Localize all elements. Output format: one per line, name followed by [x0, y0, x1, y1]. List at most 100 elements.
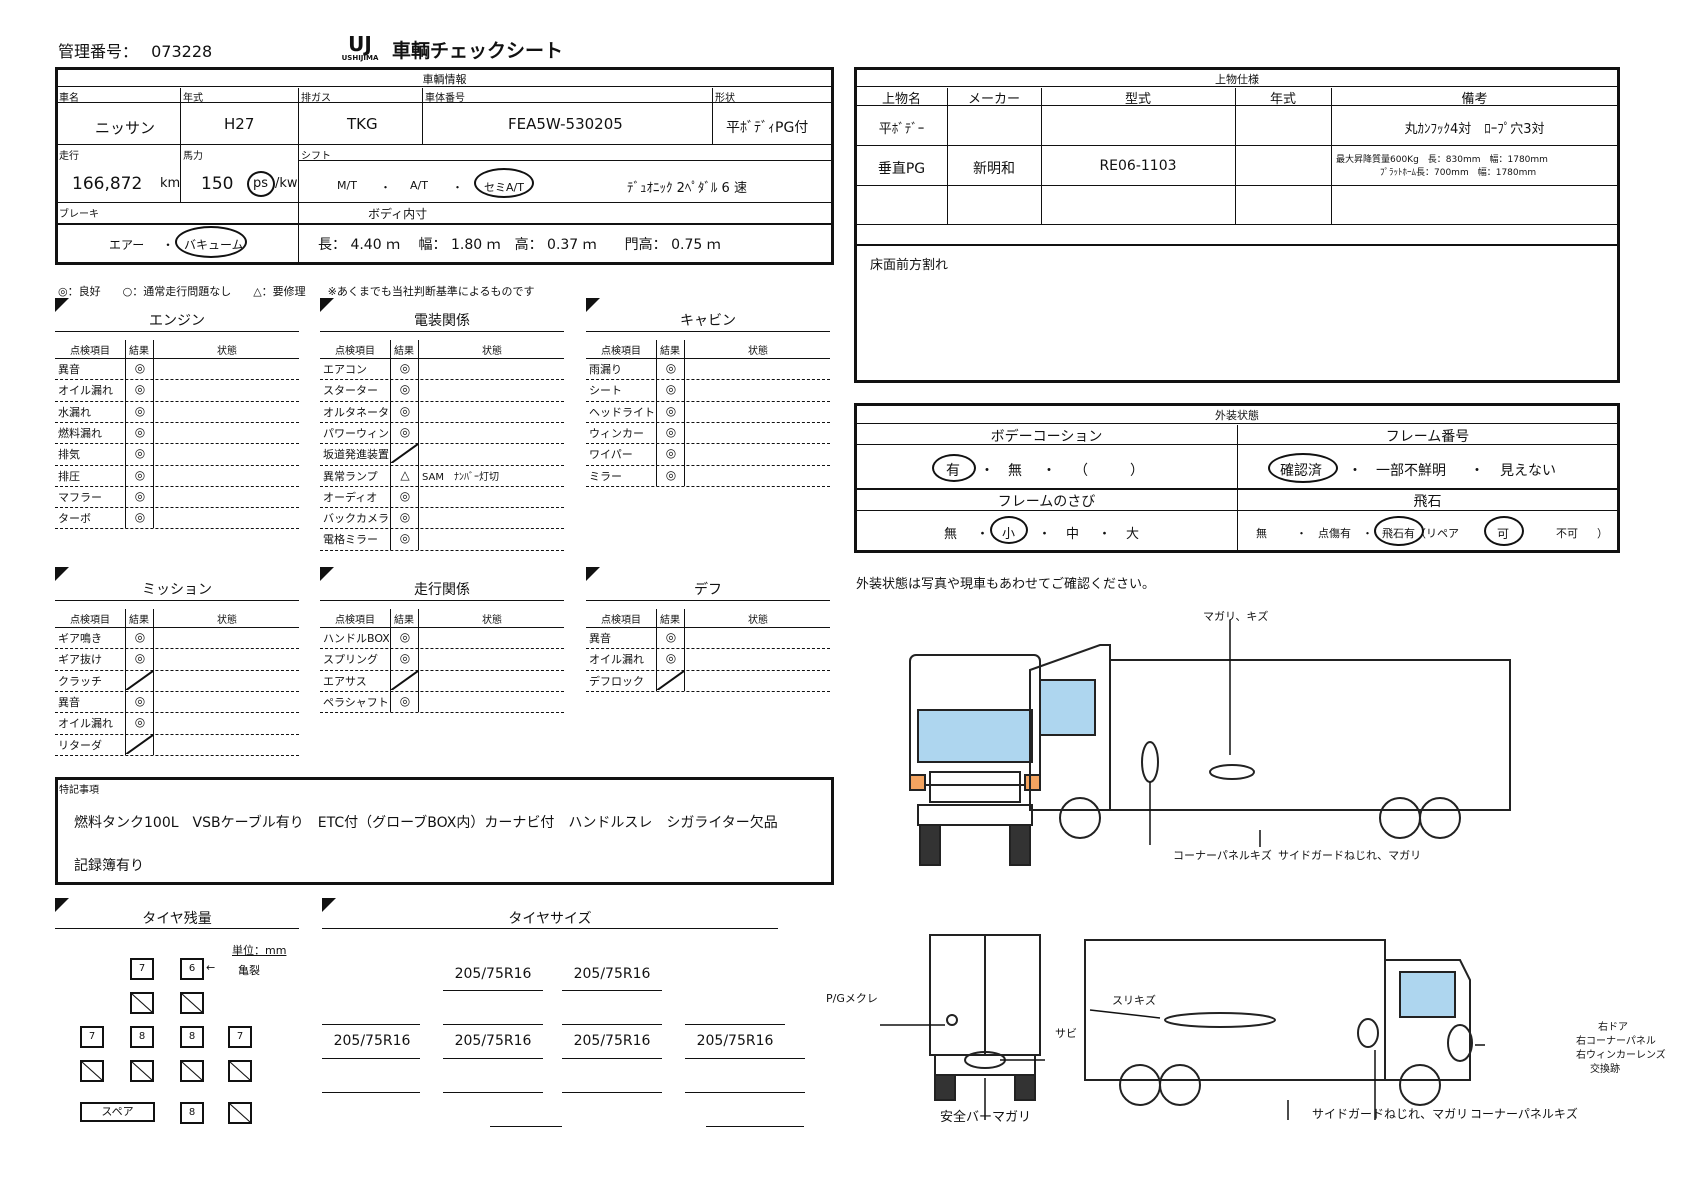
result-na-slash	[391, 670, 418, 690]
vehicle-section-title: 車輌情報	[422, 73, 467, 86]
check-item-label: 異音	[58, 695, 80, 709]
label-body: ボディ内寸	[368, 207, 428, 221]
check-result: ◎	[134, 488, 146, 503]
col-header-state: 状態	[748, 615, 768, 626]
control-number: 073228	[151, 42, 213, 61]
tire-size-front-right: 205/75R16	[573, 966, 651, 982]
maker-value: ニッサン	[95, 119, 156, 137]
upper-header-model: 型式	[1124, 92, 1151, 107]
check-item-label: ペラシャフト	[323, 695, 389, 709]
check-result: ◎	[134, 361, 146, 375]
control-number-label: 管理番号： 073228	[58, 38, 212, 62]
company-logo: UJ USHIJIMA	[338, 34, 382, 64]
tire-size-rear-2: 205/75R16	[454, 1033, 532, 1049]
tire-crack-note: 亀裂	[238, 964, 260, 977]
coat-dot1: ・	[980, 463, 994, 479]
exterior-section-title: 外装状態	[1215, 409, 1259, 422]
legend: ◎：良好 ○：通常走行問題なし △：要修理 ※あくまでも当社判断基準によるもので…	[58, 285, 535, 298]
sheet-title: 車輌チェックシート	[392, 40, 564, 62]
body-dims: 長： 4.40 ｍ 幅： 1.80 ｍ 高： 0.37 ｍ 門高： 0.75 ｍ	[318, 237, 721, 253]
check-item-label: 坂道発進装置	[323, 448, 389, 462]
upper-row1-note: 丸ｶﾝﾌｯｸ4対 ﾛｰﾌﾟ穴3対	[1404, 122, 1545, 137]
coat-yes-circle-mark	[932, 454, 976, 482]
note-bumper: 安全バーマガリ	[940, 1110, 1032, 1125]
rust-dot2: ・	[1038, 527, 1052, 542]
check-item-label: パワーウィンド	[323, 426, 389, 440]
label-maker: 車名	[59, 93, 79, 104]
power-value: 150	[201, 174, 234, 194]
section-marker	[586, 567, 600, 581]
note-rust: サビ	[1055, 1027, 1077, 1040]
upper-row2-note: 最大昇降質量600Kg 長：830mm 幅：1780mm	[1336, 155, 1548, 165]
note-side-guard-2: サイドガードねじれ、マガリ	[1312, 1107, 1469, 1121]
section-title: エンジン	[149, 313, 205, 329]
col-header-state: 状態	[482, 615, 502, 626]
upper-header-name: 上物名	[881, 92, 921, 107]
check-result: ◎	[399, 510, 411, 525]
coat-no: 無	[1008, 463, 1022, 479]
col-header-item: 点検項目	[70, 346, 110, 357]
note-right-lens: 右ウィンカーレンズ	[1576, 1050, 1666, 1061]
label-shift: シフト	[301, 151, 331, 162]
col-header-result: 結果	[660, 615, 680, 626]
label-emission: 排ガス	[301, 93, 331, 104]
frame-dot2: ・	[1470, 463, 1484, 479]
frame-partial: 一部不鮮明	[1376, 463, 1446, 479]
rust-label: フレームのさび	[997, 494, 1096, 510]
check-result: ◎	[134, 424, 146, 439]
check-result: ◎	[665, 630, 677, 644]
note-corner-panel-2: コーナーパネルキズ	[1470, 1107, 1578, 1121]
check-item-label: オイル漏れ	[58, 384, 113, 398]
check-item-label: エアサス	[323, 674, 367, 688]
emission-value: TKG	[347, 115, 378, 133]
check-item-label: ワイパー	[589, 448, 633, 462]
section-marker	[320, 567, 334, 581]
label-shape: 形状	[715, 93, 735, 104]
shift-dot-1: ・	[380, 181, 391, 194]
tire-size-rear-1: 205/75R16	[333, 1033, 411, 1049]
upper-remark: 床面前方割れ	[870, 258, 949, 273]
col-header-state: 状態	[482, 346, 502, 357]
col-header-result: 結果	[394, 346, 414, 357]
section-title: ミッション	[142, 582, 212, 598]
check-item-label: 異常ランプ	[323, 469, 378, 483]
check-item-label: 水漏れ	[58, 405, 91, 419]
tire-blank-6	[228, 1060, 252, 1082]
tire-size-front-left: 205/75R16	[454, 966, 532, 982]
check-result: ◎	[665, 446, 677, 461]
check-item-label: オイル漏れ	[58, 717, 113, 731]
upper-row2-maker: 新明和	[973, 161, 1015, 177]
check-result: ◎	[399, 361, 411, 375]
check-result: ◎	[399, 693, 411, 708]
check-item-label: ターボ	[58, 512, 91, 526]
special-line2: 記録簿有り	[74, 858, 144, 874]
col-header-state: 状態	[748, 346, 768, 357]
tire-blank-3	[80, 1060, 104, 1082]
rust-dot1: ・	[976, 527, 990, 542]
check-item-label: エアコン	[323, 363, 367, 376]
note-corner-panel: コーナーパネルキズ	[1173, 849, 1272, 862]
tire-rear-3: 8	[180, 1026, 204, 1048]
upper-row2-name: 垂直PG	[877, 161, 926, 177]
label-power: 馬力	[183, 151, 203, 162]
note-replaced: 交換跡	[1590, 1064, 1620, 1075]
truck-side-view-right	[1084, 939, 1473, 1106]
check-item-label: ギア鳴き	[58, 632, 102, 645]
check-result: ◎	[134, 693, 146, 708]
check-result: ◎	[134, 510, 146, 525]
logo-mark: UJ	[348, 32, 372, 56]
section-title: デフ	[694, 582, 722, 598]
check-item-label: 電格ミラー	[323, 533, 378, 547]
check-state: SAM ﾅﾝﾊﾞｰ灯切	[422, 471, 500, 483]
tire-remain-marker	[55, 898, 69, 912]
shift-note: ﾃﾞｭｵﾆｯｸ 2ﾍﾟﾀﾞﾙ 6 速	[627, 181, 747, 196]
special-notes-box	[55, 777, 834, 885]
power-unit-kw: /kw	[275, 176, 298, 191]
check-item-label: 排気	[58, 448, 80, 462]
check-item-label: ギア抜け	[58, 653, 102, 667]
col-header-item: 点検項目	[601, 346, 641, 357]
col-header-result: 結果	[394, 615, 414, 626]
col-header-item: 点検項目	[335, 615, 375, 626]
upper-header-maker: メーカー	[967, 92, 1020, 107]
upper-section-title: 上物仕様	[1215, 73, 1259, 86]
